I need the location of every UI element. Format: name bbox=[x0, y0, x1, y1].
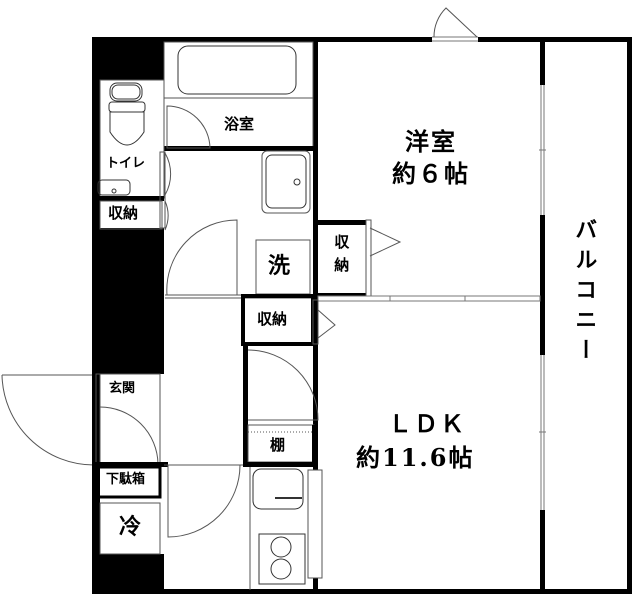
fridge-box bbox=[99, 502, 161, 555]
washer-label: 洗 bbox=[268, 253, 291, 279]
shelf-label: 棚 bbox=[270, 436, 286, 454]
wall-left-pillar bbox=[92, 228, 164, 374]
hall-storage-label: 収納 bbox=[257, 310, 288, 328]
toilet-sink bbox=[97, 179, 131, 196]
ldk-size: 約11.6帖 bbox=[356, 443, 475, 472]
wall-bottom bbox=[92, 589, 632, 594]
ldk-name: ＬＤＫ bbox=[388, 409, 466, 438]
entrance-label: 玄関 bbox=[109, 381, 136, 396]
stove bbox=[258, 533, 306, 585]
wall-bath-bottom bbox=[164, 146, 314, 151]
balcony-label: バルコニー bbox=[571, 218, 598, 368]
wall-balcony-inner bbox=[540, 37, 545, 594]
wall-top bbox=[92, 37, 632, 42]
western-storage-label: 収納 bbox=[332, 234, 351, 280]
wall-bath-western bbox=[313, 37, 318, 297]
western-room-size: 約６帖 bbox=[392, 159, 470, 188]
wash-basin bbox=[265, 154, 307, 209]
fridge-label: 冷 bbox=[119, 514, 142, 540]
bathtub bbox=[177, 45, 297, 95]
wall-bottom-left-pillar bbox=[92, 554, 164, 594]
shoe-box-label: 下駄箱 bbox=[106, 472, 146, 487]
wall-right-outer bbox=[627, 37, 632, 594]
toilet-label: トイレ bbox=[106, 156, 146, 171]
toilet-storage-label: 収納 bbox=[108, 204, 139, 222]
western-room-name: 洋室 bbox=[405, 127, 457, 156]
wall-left-solid-top bbox=[92, 38, 164, 80]
bathroom-label: 浴室 bbox=[224, 115, 255, 133]
toilet-tank bbox=[109, 82, 143, 102]
kitchen-sink bbox=[252, 468, 304, 510]
